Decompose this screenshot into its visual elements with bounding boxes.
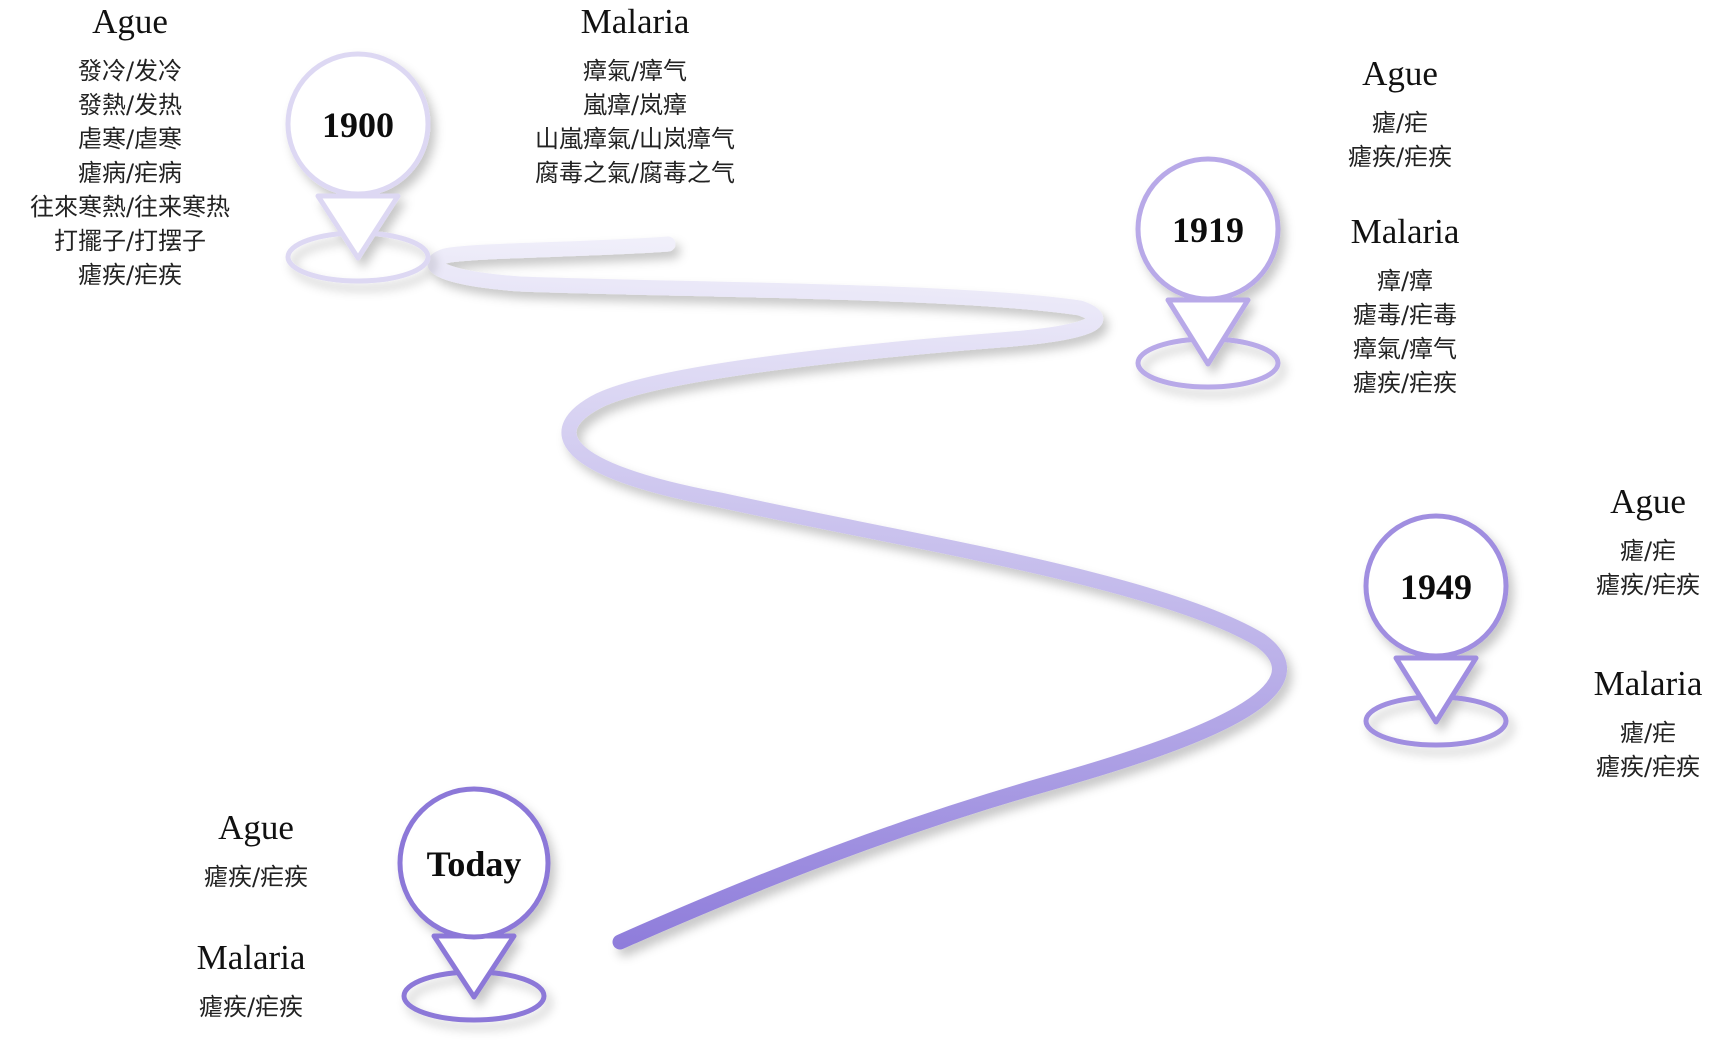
term-item: 瘧疾/疟疾	[203, 863, 309, 891]
marker-label-1949: 1949	[1400, 567, 1472, 607]
term-item: 打擺子/打摆子	[53, 227, 207, 255]
marker-today: Today	[397, 786, 551, 1023]
term-item: 瘧疾/疟疾	[1352, 369, 1458, 397]
marker-label-today: Today	[427, 844, 522, 884]
text-group-1900-ague: Ague 發冷/发冷發熱/发热虐寒/虐寒瘧病/疟病往來寒熱/往来寒热打擺子/打摆…	[0, 2, 260, 292]
group-title: Ague	[1362, 54, 1438, 93]
term-list: 瘴氣/瘴气嵐瘴/岚瘴山嵐瘴氣/山岚瘴气腐毒之氣/腐毒之气	[500, 54, 770, 190]
text-group-1919-malaria: Malaria 瘴/瘴瘧毒/疟毒瘴氣/瘴气瘧疾/疟疾	[1320, 212, 1490, 400]
term-item: 發冷/发冷	[77, 57, 183, 85]
term-item: 山嵐瘴氣/山岚瘴气	[534, 125, 736, 153]
group-title: Malaria	[1593, 664, 1703, 703]
group-title: Malaria	[1350, 212, 1460, 251]
term-item: 發熱/发热	[77, 91, 183, 119]
term-item: 瘴氣/瘴气	[1352, 335, 1458, 363]
marker-1919: 1919	[1135, 156, 1281, 390]
marker-1900: 1900	[285, 51, 431, 284]
group-title: Ague	[1610, 482, 1686, 521]
term-item: 腐毒之氣/腐毒之气	[534, 159, 736, 187]
term-item: 瘧/疟	[1371, 109, 1429, 137]
term-list: 瘧/疟瘧疾/疟疾	[1568, 534, 1713, 602]
term-item: 瘧疾/疟疾	[77, 261, 183, 289]
text-group-1949-malaria: Malaria 瘧/疟瘧疾/疟疾	[1568, 664, 1713, 784]
group-title: Ague	[218, 808, 294, 847]
text-group-1949-ague: Ague 瘧/疟瘧疾/疟疾	[1568, 482, 1713, 602]
text-group-today-ague: Ague 瘧疾/疟疾	[176, 808, 336, 894]
group-title: Ague	[92, 2, 168, 41]
marker-1949: 1949	[1363, 513, 1509, 748]
term-item: 瘴氣/瘴气	[582, 57, 688, 85]
term-item: 往來寒熱/往来寒热	[29, 193, 231, 221]
term-item: 瘧/疟	[1619, 719, 1677, 747]
marker-label-1919: 1919	[1172, 210, 1244, 250]
term-list: 瘧/疟瘧疾/疟疾	[1568, 716, 1713, 784]
term-list: 瘴/瘴瘧毒/疟毒瘴氣/瘴气瘧疾/疟疾	[1320, 264, 1490, 400]
term-item: 嵐瘴/岚瘴	[582, 91, 688, 119]
term-item: 瘧疾/疟疾	[1595, 571, 1701, 599]
term-item: 瘧毒/疟毒	[1352, 301, 1458, 329]
term-list: 瘧疾/疟疾	[176, 860, 336, 894]
marker-label-1900: 1900	[322, 105, 394, 145]
term-item: 虐寒/虐寒	[77, 125, 183, 153]
term-item: 瘴/瘴	[1376, 267, 1434, 295]
term-item: 瘧疾/疟疾	[1595, 753, 1701, 781]
term-list: 瘧疾/疟疾	[166, 990, 336, 1024]
timeline-path	[427, 236, 1287, 950]
term-item: 瘧/疟	[1619, 537, 1677, 565]
group-title: Malaria	[196, 938, 306, 977]
term-item: 瘧病/疟病	[77, 159, 183, 187]
term-list: 發冷/发冷發熱/发热虐寒/虐寒瘧病/疟病往來寒熱/往来寒热打擺子/打摆子瘧疾/疟…	[0, 54, 260, 292]
text-group-today-malaria: Malaria 瘧疾/疟疾	[166, 938, 336, 1024]
group-title: Malaria	[580, 2, 690, 41]
term-item: 瘧疾/疟疾	[1347, 143, 1453, 171]
text-group-1900-malaria: Malaria 瘴氣/瘴气嵐瘴/岚瘴山嵐瘴氣/山岚瘴气腐毒之氣/腐毒之气	[500, 2, 770, 190]
term-list: 瘧/疟瘧疾/疟疾	[1320, 106, 1480, 174]
text-group-1919-ague: Ague 瘧/疟瘧疾/疟疾	[1320, 54, 1480, 174]
term-item: 瘧疾/疟疾	[198, 993, 304, 1021]
